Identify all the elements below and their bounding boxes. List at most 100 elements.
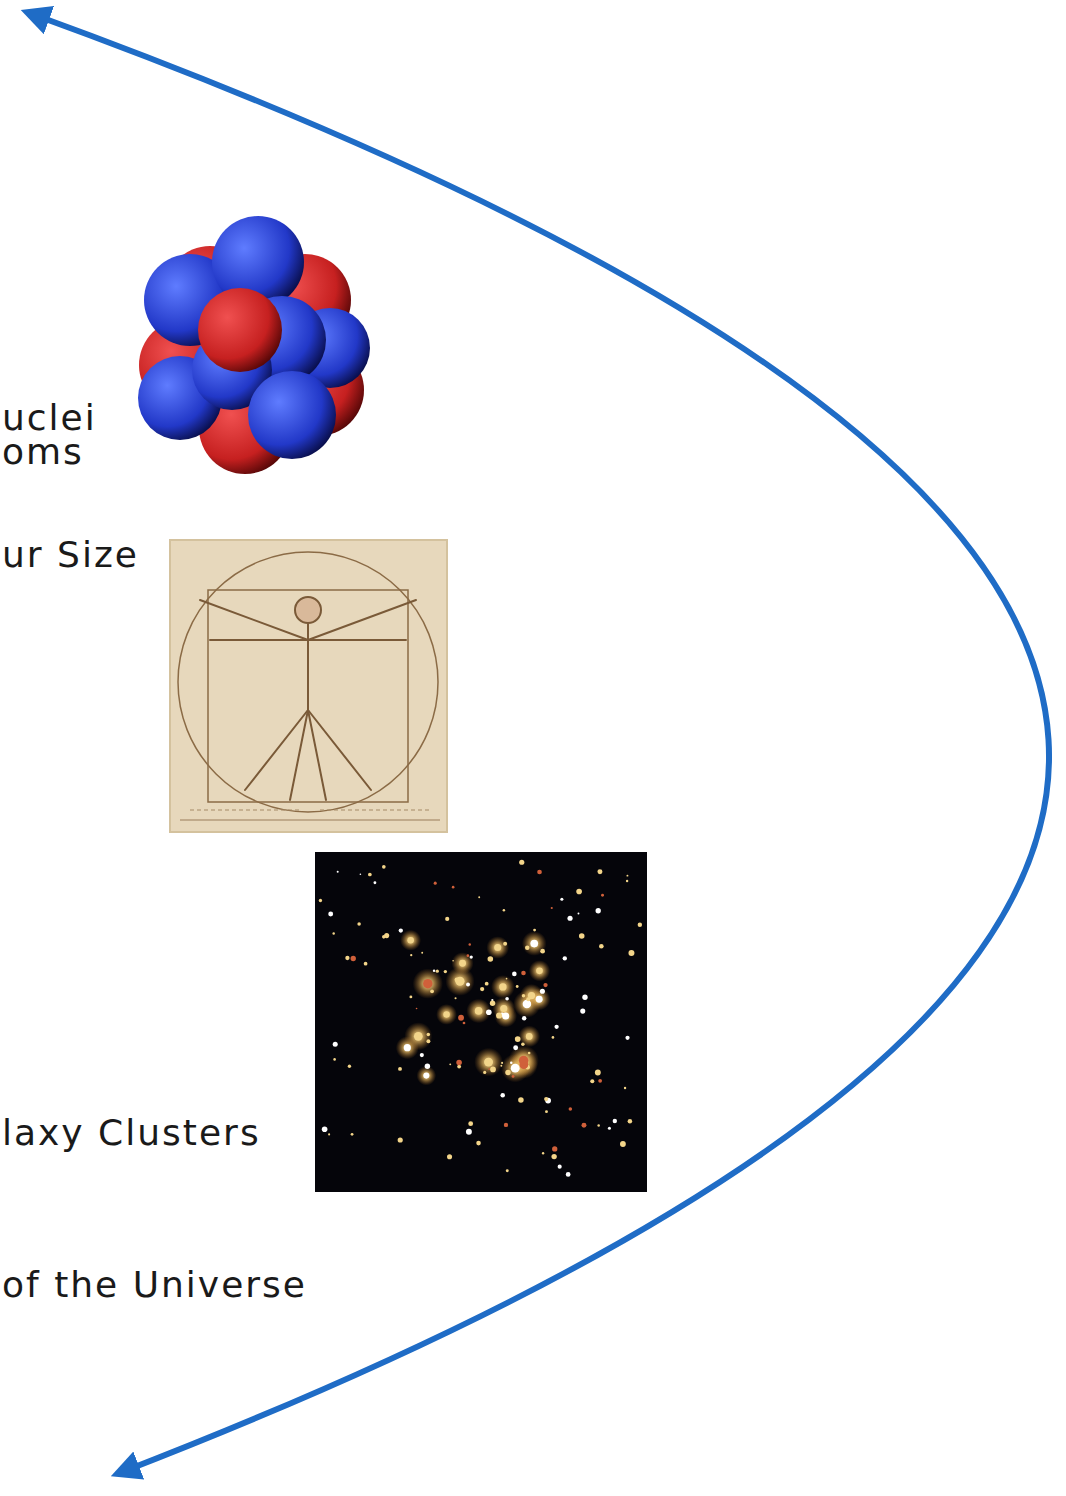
galaxy-dot: [455, 977, 464, 986]
galaxy-dot: [521, 971, 526, 976]
galaxy-dot: [554, 1025, 558, 1029]
galaxy-dot: [466, 1129, 472, 1135]
scale-label: uclei: [2, 400, 97, 436]
galaxy-dot: [469, 943, 471, 945]
galaxy-dot: [456, 1060, 462, 1066]
galaxy-glow: [501, 1054, 529, 1082]
galaxy-dot: [374, 881, 377, 884]
galaxy-dot: [421, 952, 423, 954]
galaxy-glow: [400, 930, 421, 951]
galaxy-dot: [459, 960, 466, 967]
galaxy-dot: [328, 912, 333, 917]
galaxy-dot: [455, 977, 460, 982]
galaxy-glow: [451, 952, 473, 974]
galaxy-dot: [576, 889, 582, 895]
galaxy-dot: [522, 994, 525, 997]
galaxy-dot: [364, 962, 368, 966]
galaxy-dot: [626, 880, 628, 882]
galaxy-dot: [475, 1007, 483, 1015]
nucleus-picture: [138, 216, 370, 474]
galaxy-dot: [502, 1012, 509, 1019]
galaxy-dot: [512, 1075, 515, 1078]
galaxy-dot: [579, 933, 585, 939]
galaxy-glow: [518, 1026, 540, 1048]
galaxy-dot: [580, 1009, 585, 1014]
galaxy-glow: [466, 999, 491, 1024]
scale-arrow: [32, 14, 1049, 1472]
galaxy-dot: [447, 1154, 452, 1159]
galaxy-dot: [351, 1133, 354, 1136]
galaxy-dot: [542, 1152, 544, 1154]
galaxy-dot: [322, 1126, 328, 1132]
galaxy-dot: [420, 1053, 424, 1057]
galaxy-dot: [436, 970, 439, 973]
galaxy-dot: [452, 960, 454, 962]
galaxy-dot: [490, 1000, 495, 1005]
galaxy-dot: [480, 987, 484, 991]
galaxy-dot: [505, 1070, 510, 1075]
galaxy-dot: [567, 916, 572, 921]
galaxy-dot: [416, 1008, 418, 1010]
galaxy-dot: [494, 944, 501, 951]
galaxy-dot: [368, 873, 372, 877]
galaxy-dot: [427, 1033, 431, 1037]
galaxy-dot: [620, 1141, 626, 1147]
galaxy-dot: [544, 1097, 548, 1101]
galaxy-dot: [523, 1000, 532, 1009]
galaxy-dot: [596, 908, 601, 913]
galaxy-dot: [398, 1067, 402, 1071]
galaxy-cluster-picture: [315, 852, 647, 1192]
galaxy-dot: [449, 1063, 451, 1065]
galaxy-dot: [545, 1110, 548, 1113]
galaxy-dot: [458, 1015, 464, 1021]
galaxy-dot: [598, 1079, 602, 1083]
galaxy-dot: [566, 1172, 571, 1177]
galaxy-dot: [463, 1022, 466, 1025]
galaxy-glow: [486, 936, 509, 959]
galaxy-dot: [519, 1056, 529, 1066]
galaxy-glow: [492, 997, 515, 1020]
galaxy-dot: [426, 1039, 430, 1043]
galaxy-dot: [328, 1133, 330, 1135]
galaxy-dot: [476, 1141, 481, 1146]
galaxy-dot: [407, 937, 414, 944]
galaxy-dot: [430, 989, 434, 993]
galaxy-dot: [478, 896, 480, 898]
galaxy-dot: [488, 956, 494, 962]
galaxy-dot: [500, 1093, 505, 1098]
galaxy-dot: [590, 1079, 594, 1083]
scale-label: laxy Clusters: [2, 1115, 261, 1151]
galaxy-dot: [558, 1165, 562, 1169]
galaxy-dot: [455, 997, 457, 999]
galaxy-dot: [510, 1062, 512, 1064]
galaxy-dot: [516, 985, 519, 988]
galaxy-dot: [608, 1127, 611, 1130]
galaxy-dot: [625, 1036, 629, 1040]
galaxy-dot: [483, 1071, 486, 1074]
galaxy-dot: [536, 996, 543, 1003]
galaxy-dot: [434, 882, 437, 885]
vitruvian-picture: [170, 540, 447, 832]
galaxy-dot: [551, 907, 553, 909]
galaxy-glow: [417, 1066, 437, 1086]
galaxy-dot: [515, 1036, 521, 1042]
galaxy-dot: [500, 1065, 502, 1067]
galaxy-dot: [433, 969, 435, 971]
galaxy-dot: [506, 1169, 509, 1172]
galaxy-dot: [540, 989, 545, 994]
galaxy-dot: [423, 979, 432, 988]
galaxy-dot: [638, 923, 642, 927]
galaxy-dot: [626, 875, 628, 877]
galaxy-glow: [436, 1004, 457, 1025]
galaxy-dot: [443, 1011, 450, 1018]
galaxy-dot: [628, 950, 634, 956]
galaxy-dot: [360, 873, 362, 875]
galaxy-dot: [526, 997, 530, 1001]
galaxy-dot: [518, 1097, 524, 1103]
galaxy-dot: [332, 932, 334, 934]
galaxy-dot: [505, 997, 509, 1001]
galaxy-dot: [484, 1058, 493, 1067]
galaxy-dot: [537, 870, 542, 875]
galaxy-dot: [345, 956, 349, 960]
